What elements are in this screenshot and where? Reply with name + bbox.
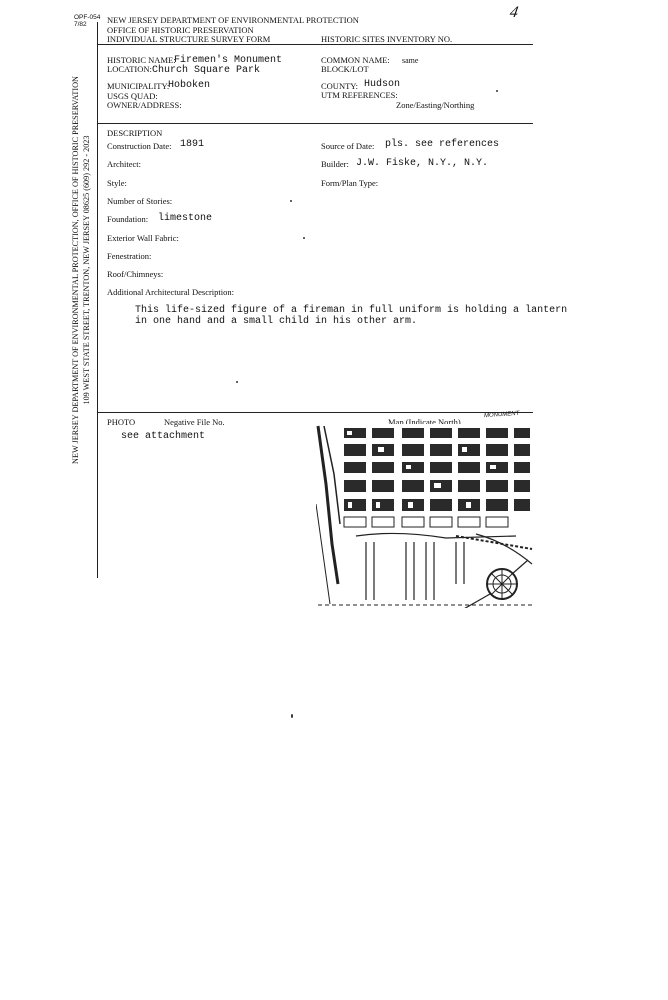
sidebar-address: NEW JERSEY DEPARTMENT OF ENVIRONMENTAL P… <box>70 50 110 490</box>
owner-address-label: OWNER/ADDRESS: <box>107 100 182 110</box>
inventory-label: HISTORIC SITES INVENTORY NO. <box>321 34 453 44</box>
municipality-value: Hoboken <box>168 80 211 91</box>
additional-description-label: Additional Architectural Description: <box>107 287 234 297</box>
construction-date-value: 1891 <box>180 139 205 150</box>
form-code: OPF-054 <box>74 14 101 21</box>
header-form-title: INDIVIDUAL STRUCTURE SURVEY FORM <box>107 34 271 44</box>
style-label: Style: <box>107 178 127 188</box>
county-value: Hudson <box>364 79 401 90</box>
county-label: COUNTY: <box>321 81 358 91</box>
fenestration-label: Fenestration: <box>107 251 152 261</box>
builder-label: Builder: <box>321 159 349 169</box>
zone-easting-northing-label: Zone/Easting/Northing <box>396 100 475 110</box>
section-rule-photo <box>98 412 533 413</box>
foundation-label: Foundation: <box>107 214 149 224</box>
see-attachment: see attachment <box>121 431 206 442</box>
historic-name-label: HISTORIC NAME: <box>107 55 176 65</box>
description-section-label: DESCRIPTION <box>107 128 163 138</box>
location-label: LOCATION: <box>107 64 152 74</box>
common-name-label: COMMON NAME: <box>321 55 390 65</box>
sidebar-line-1: NEW JERSEY DEPARTMENT OF ENVIRONMENTAL P… <box>71 76 80 464</box>
scan-speck <box>303 237 305 239</box>
form-plan-type-label: Form/Plan Type: <box>321 178 379 188</box>
negative-file-label: Negative File No. <box>164 417 225 427</box>
description-text-line-2: in one hand and a small child in his oth… <box>135 316 418 327</box>
location-value: Church Square Park <box>152 65 261 76</box>
construction-date-label: Construction Date: <box>107 141 172 151</box>
header-department: NEW JERSEY DEPARTMENT OF ENVIRONMENTAL P… <box>107 15 359 25</box>
sidebar-line-2: 109 WEST STATE STREET, TRENTON, NEW JERS… <box>82 135 91 405</box>
monument-handwritten-note: MONUMENT <box>483 410 520 420</box>
section-rule-description <box>98 123 533 124</box>
left-frame-line <box>97 22 98 578</box>
map-city-blocks <box>344 428 530 511</box>
location-map <box>316 424 534 608</box>
scan-speck <box>496 90 498 92</box>
header-rule <box>98 44 533 45</box>
roof-chimneys-label: Roof/Chimneys: <box>107 269 164 279</box>
historic-name-value: Firemen's Monument <box>174 55 283 66</box>
architect-label: Architect: <box>107 159 141 169</box>
common-name-value: same <box>402 56 419 65</box>
usgs-quad-label: USGS QUAD: <box>107 91 158 101</box>
photo-label: PHOTO <box>107 417 136 427</box>
north-arrow-icon <box>464 559 529 608</box>
number-of-stories-label: Number of Stories: <box>107 196 173 206</box>
exterior-wall-fabric-label: Exterior Wall Fabric: <box>107 233 179 243</box>
utm-label: UTM REFERENCES: <box>321 90 398 100</box>
scan-speck <box>290 200 292 202</box>
block-lot-label: BLOCK/LOT <box>321 64 369 74</box>
source-of-date-value: pls. see references <box>385 139 500 150</box>
handwritten-inventory-no: 4 <box>508 4 520 21</box>
scan-speck <box>291 714 293 718</box>
scan-speck <box>236 381 238 383</box>
map-label: Map (Indicate North) <box>388 417 461 427</box>
municipality-label: MUNICIPALITY: <box>107 81 170 91</box>
foundation-value: limestone <box>158 213 213 224</box>
source-of-date-label: Source of Date: <box>321 141 375 151</box>
form-date: 7/82 <box>74 21 87 28</box>
builder-value: J.W. Fiske, N.Y., N.Y. <box>356 158 489 169</box>
description-text-line-1: This life-sized figure of a fireman in f… <box>135 305 568 316</box>
header-office: OFFICE OF HISTORIC PRESERVATION <box>107 24 254 35</box>
